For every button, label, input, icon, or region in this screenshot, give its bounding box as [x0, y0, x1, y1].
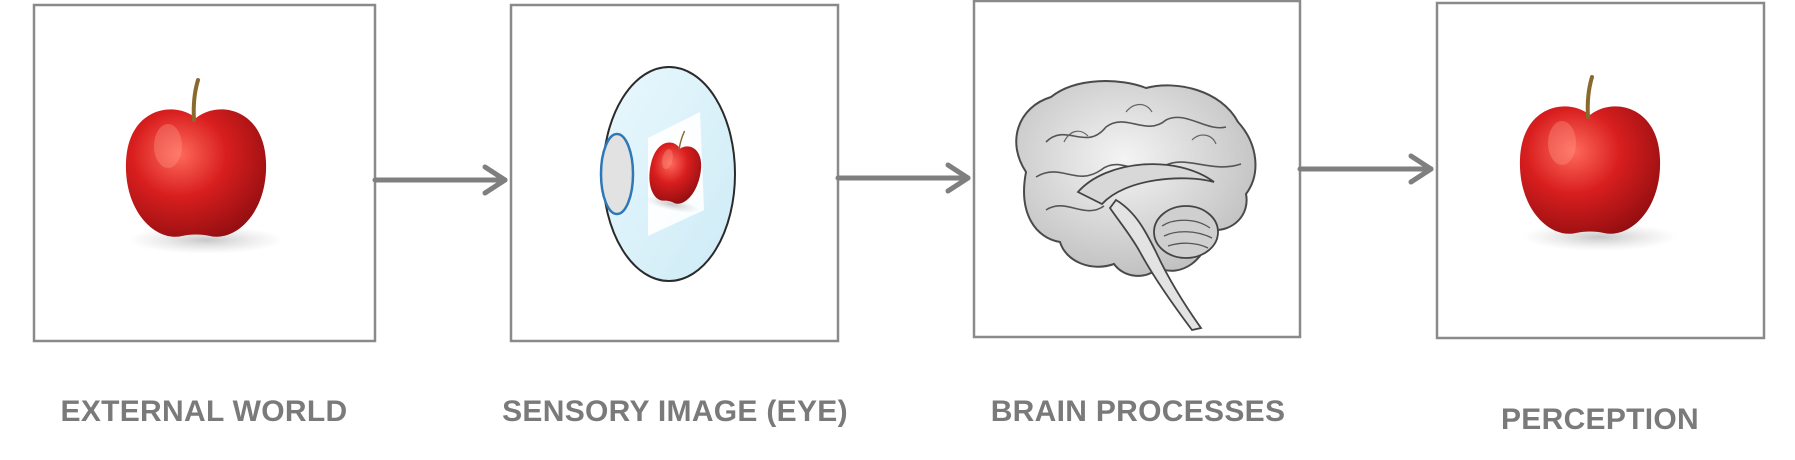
brain-icon: [1015, 80, 1257, 332]
arrow-eye-to-brain: [835, 162, 971, 194]
arrow-world-to-eye: [372, 164, 508, 196]
stage-perception: [1435, 1, 1766, 340]
stage-external-world: [32, 3, 377, 343]
label-brain-processes: BRAIN PROCESSES: [990, 395, 1286, 428]
label-external-world: EXTERNAL WORLD: [60, 395, 348, 428]
stage-sensory-image: [509, 3, 840, 343]
arrow-brain-to-perception: [1297, 153, 1434, 185]
label-sensory-image: SENSORY IMAGE (EYE): [502, 395, 848, 428]
eye-icon: [599, 66, 736, 282]
label-perception: PERCEPTION: [1500, 403, 1700, 436]
stage-brain-processes: [972, 0, 1302, 339]
